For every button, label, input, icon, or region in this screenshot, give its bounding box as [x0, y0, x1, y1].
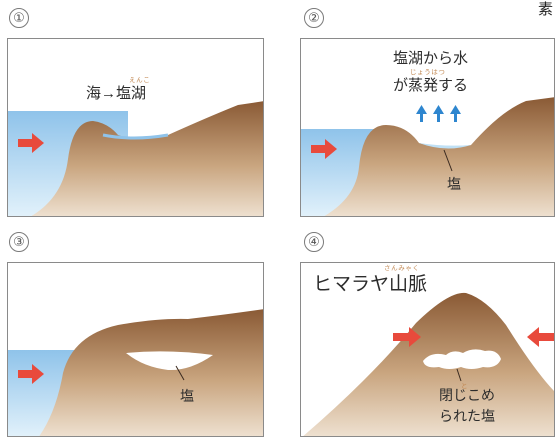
salt-pointer [175, 365, 185, 381]
panel-2-number: ② [304, 8, 324, 28]
panel-4-salt-label-line-2: られた塩 [439, 409, 495, 425]
panel-4-number: ④ [304, 232, 324, 252]
lake-surface [102, 133, 169, 140]
panel-2-illustration [301, 97, 554, 216]
panel-2-label-line-1: 塩湖から水 [393, 49, 469, 67]
panel-4-salt-label-line-1: 閉じこめ [439, 388, 495, 404]
salt-pointer [456, 368, 462, 382]
salt-layer [126, 351, 213, 371]
panel-2-evaporation: 塩湖から水 じょうはつ が蒸発する 塩 [300, 38, 555, 217]
top-note-fragment: 素 [538, 0, 554, 18]
incoming-water-arrow [311, 139, 337, 159]
panel-2-furigana: じょうはつ [410, 68, 446, 76]
evaporation-arrows [416, 105, 461, 122]
panel-4-illustration [303, 292, 554, 436]
panel-3-salt-label: 塩 [180, 389, 194, 405]
incoming-water-arrow [18, 133, 44, 153]
panel-1-number: ① [9, 8, 29, 28]
trapped-salt [423, 349, 501, 369]
compression-arrow-right [527, 327, 554, 347]
panel-4-himalaya: さんみゃく ヒマラヤ山脈 と 閉じこめ られた塩 [300, 262, 555, 437]
compression-arrow-left [393, 327, 421, 347]
panel-1-illustration [8, 101, 263, 216]
land [39, 309, 263, 436]
panel-2-label-line-2: が蒸発する [393, 76, 469, 94]
panel-3-number: ③ [9, 232, 29, 252]
panel-2-salt-label: 塩 [447, 177, 461, 193]
land [324, 97, 554, 216]
panel-4-furigana-small: と [461, 382, 469, 390]
panel-4-furigana: さんみゃく [384, 264, 420, 272]
panel-1-furigana: えんこ [129, 76, 151, 84]
panel-4-title: ヒマラヤ山脈 [313, 273, 428, 295]
salt-pointer [443, 149, 453, 172]
panel-3-illustration [8, 309, 263, 436]
shrinking-lake [419, 143, 471, 149]
land [31, 101, 263, 216]
panel-1-sea-to-salt-lake: えんこ 海→塩湖 [7, 38, 264, 217]
incoming-water-arrow [18, 364, 44, 384]
panel-1-label: 海→塩湖 [86, 85, 147, 102]
panel-3-salt-deposit: 塩 [7, 262, 264, 437]
